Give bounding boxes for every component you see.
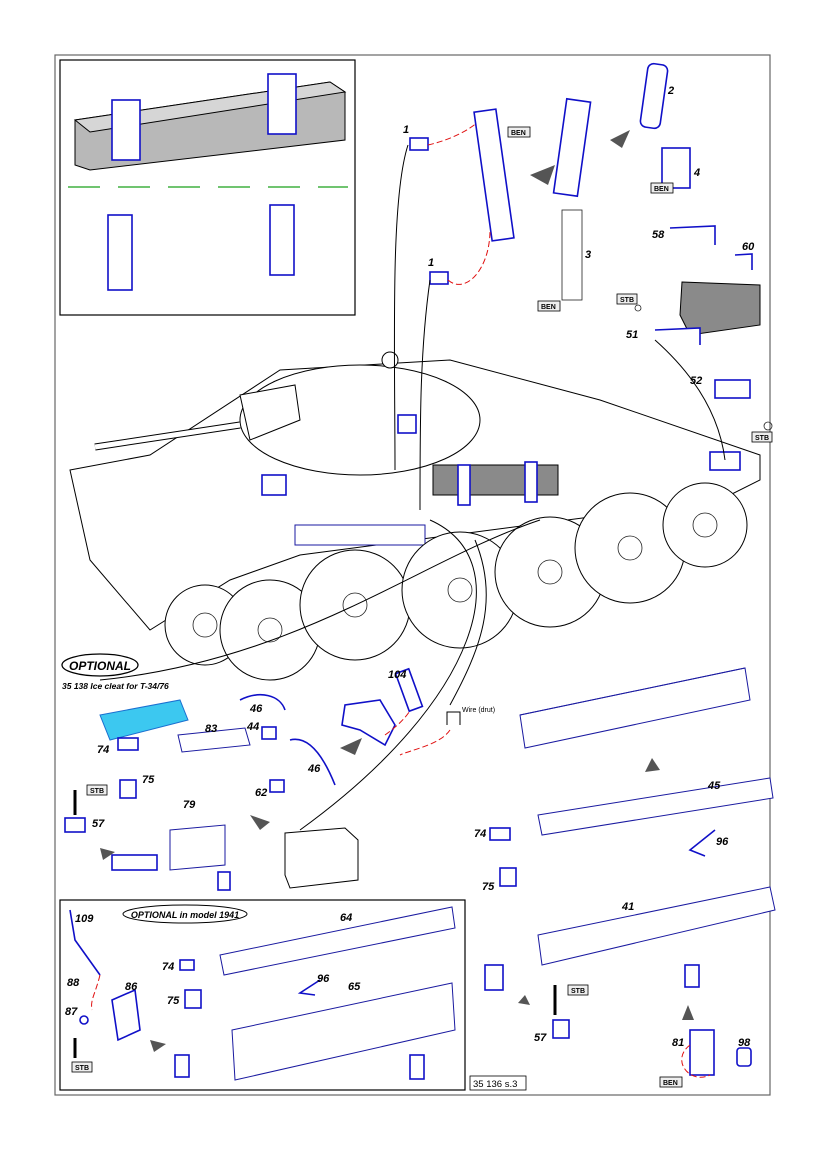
leader-lines	[99, 144, 726, 831]
part-number: 58	[652, 229, 665, 241]
arrow-icon	[150, 1040, 166, 1052]
arrow-icon	[682, 1005, 694, 1020]
right-side-parts	[484, 667, 776, 1078]
ben-badge: BEN	[663, 1080, 678, 1087]
inset-optional-1941: OPTIONAL in model 1941	[59, 899, 466, 1091]
stb-badge: STB	[620, 297, 634, 304]
arrow-icon	[610, 130, 630, 148]
part-number: 81	[672, 1037, 684, 1049]
stb-badge: STB	[755, 435, 769, 442]
material-badges: BEN BEN BEN BEN STB STB STB STB STB	[71, 126, 773, 1088]
stb-badge: STB	[75, 1065, 89, 1072]
part-number: 57	[534, 1032, 547, 1044]
tank-t34-illustration	[69, 351, 761, 681]
part-number: 109	[75, 913, 94, 925]
part-number: 46	[249, 703, 263, 715]
part-number: 74	[474, 828, 486, 840]
latch-icon	[269, 204, 295, 276]
part-number: 96	[716, 836, 729, 848]
part-number: 52	[690, 375, 702, 387]
part-numbers: 1 1 2 3 4 58 60 51 52 104 46 44 46 62 83…	[65, 85, 755, 1049]
arrow-icon	[530, 165, 555, 185]
part-number: 87	[65, 1006, 78, 1018]
optional-ice-cleat: OPTIONAL 35 138 Ice cleat for T-34/76	[61, 653, 189, 741]
storage-box	[432, 464, 559, 496]
top-latch-parts	[409, 62, 773, 431]
page-code: 35 136 s.3	[473, 1079, 517, 1090]
optional-1941-label: OPTIONAL in model 1941	[131, 910, 239, 920]
part-number: 74	[162, 961, 174, 973]
arrow-icon	[250, 815, 270, 830]
storage-box	[679, 281, 761, 336]
arrow-icon	[100, 848, 115, 860]
sheet-frame	[54, 54, 771, 1096]
ben-badge: BEN	[541, 304, 556, 311]
part-number: 65	[348, 981, 361, 993]
part-number: 75	[167, 995, 180, 1007]
part-number: 98	[738, 1037, 751, 1049]
ben-badge: BEN	[654, 186, 669, 193]
stb-badge: STB	[90, 788, 104, 795]
part-number: 51	[626, 329, 638, 341]
page-code-box	[469, 1075, 527, 1091]
part-number: 44	[246, 721, 259, 733]
ice-cleat-part	[99, 699, 189, 741]
latch-icon	[267, 73, 297, 135]
arrow-icon	[518, 995, 530, 1005]
part-number: 75	[482, 881, 495, 893]
part-number: 79	[183, 799, 196, 811]
part-number: 57	[92, 818, 105, 830]
part-number: 96	[317, 973, 330, 985]
arrow-icon	[645, 758, 660, 772]
middle-parts	[64, 667, 461, 891]
latch-icon	[111, 99, 141, 161]
inset-box-detail	[59, 59, 356, 316]
part-number: 4	[693, 167, 700, 179]
arrow-icon	[340, 738, 362, 755]
ice-cleat-caption: 35 138 Ice cleat for T-34/76	[62, 681, 169, 691]
stb-badge: STB	[571, 988, 585, 995]
part-number: 46	[307, 763, 321, 775]
part-number: 60	[742, 241, 755, 253]
latch-icon	[107, 214, 133, 291]
part-number: 83	[205, 723, 217, 735]
part-number: 62	[255, 787, 267, 799]
part-number: 75	[142, 774, 155, 786]
part-number: 2	[667, 85, 674, 97]
wire-note: Wire (drut)	[462, 707, 495, 714]
optional-label: OPTIONAL	[69, 659, 131, 673]
part-number: 1	[403, 124, 409, 136]
part-number: 86	[125, 981, 138, 993]
part-number: 3	[585, 249, 591, 261]
part-number: 1	[428, 257, 434, 269]
part-number: 64	[340, 912, 352, 924]
ben-badge: BEN	[511, 130, 526, 137]
part-number: 74	[97, 744, 109, 756]
part-number: 41	[621, 901, 634, 913]
part-number: 45	[707, 780, 721, 792]
part-number: 88	[67, 977, 80, 989]
part-number: 104	[388, 669, 406, 681]
